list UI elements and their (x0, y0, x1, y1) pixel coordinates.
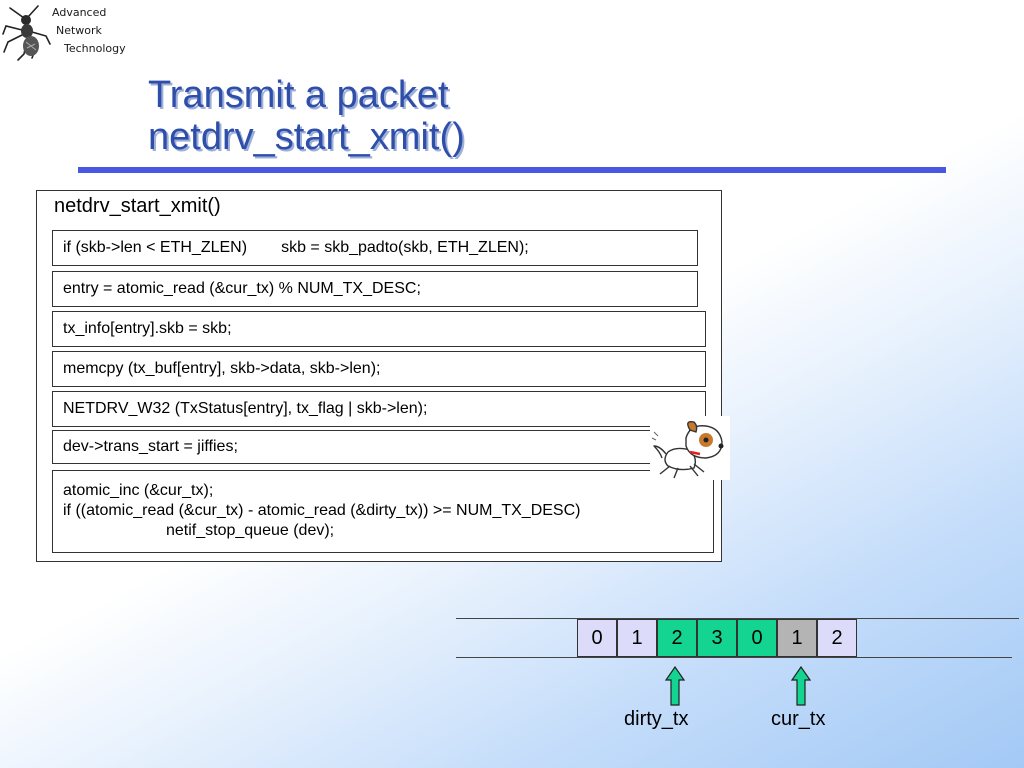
code-text: entry = atomic_read (&cur_tx) % NUM_TX_D… (63, 280, 421, 297)
cur-tx-label: cur_tx (771, 708, 826, 730)
ring-cell: 3 (697, 619, 737, 657)
code-line-skb: tx_info[entry].skb = skb; (52, 311, 706, 347)
code-line-padto: if (skb->len < ETH_ZLEN) skb = skb_padto(… (52, 230, 698, 266)
code-line-memcpy: memcpy (tx_buf[entry], skb->data, skb->l… (52, 351, 706, 387)
ring-cell: 0 (577, 619, 617, 657)
slide-title-line: Transmit a packet (148, 74, 449, 116)
function-name-label: netdrv_start_xmit() (54, 195, 221, 217)
code-text: if (skb->len < ETH_ZLEN) (63, 239, 248, 256)
ring-bottom-line (456, 657, 1012, 658)
code-text: if ((atomic_read (&cur_tx) - atomic_read… (63, 502, 581, 519)
code-line-entry: entry = atomic_read (&cur_tx) % NUM_TX_D… (52, 271, 698, 307)
code-block-queue-check: atomic_inc (&cur_tx); if ((atomic_read (… (52, 470, 714, 553)
cur-tx-arrow (791, 666, 811, 706)
code-text: dev->trans_start = jiffies; (63, 438, 238, 455)
code-text: tx_info[entry].skb = skb; (63, 320, 232, 337)
dirty-tx-pointer-icon (665, 666, 685, 706)
ant-logo-icon (2, 5, 51, 61)
code-text: NETDRV_W32 (TxStatus[entry], tx_flag | s… (63, 400, 428, 417)
code-text: atomic_inc (&cur_tx); (63, 482, 214, 499)
code-text: netif_stop_queue (dev); (166, 522, 335, 539)
logo-line: Network (56, 24, 102, 37)
slide-title-line: netdrv_start_xmit() (148, 116, 465, 158)
ring-cell: 2 (657, 619, 697, 657)
running-dog-icon (650, 416, 730, 480)
ring-cell: 1 (777, 619, 817, 657)
slide-title: Transmit a packet netdrv_start_xmit() (148, 74, 465, 158)
code-line-w32: NETDRV_W32 (TxStatus[entry], tx_flag | s… (52, 391, 706, 427)
logo-line: Technology (64, 42, 126, 55)
dirty-tx-arrow (665, 666, 685, 706)
title-divider (78, 167, 946, 173)
logo-line: Advanced (52, 6, 107, 19)
ring-cell: 1 (617, 619, 657, 657)
code-text: skb = skb_padto(skb, ETH_ZLEN); (281, 239, 529, 256)
ring-cell: 2 (817, 619, 857, 657)
cur-tx-pointer-icon (791, 666, 811, 706)
code-text: memcpy (tx_buf[entry], skb->data, skb->l… (63, 360, 381, 377)
ring-cell: 0 (737, 619, 777, 657)
ring-top-line (456, 618, 1019, 619)
code-line-trans-start: dev->trans_start = jiffies; (52, 430, 706, 464)
logo-text: Advanced Network Technology (52, 4, 142, 58)
dirty-tx-label: dirty_tx (624, 708, 689, 730)
